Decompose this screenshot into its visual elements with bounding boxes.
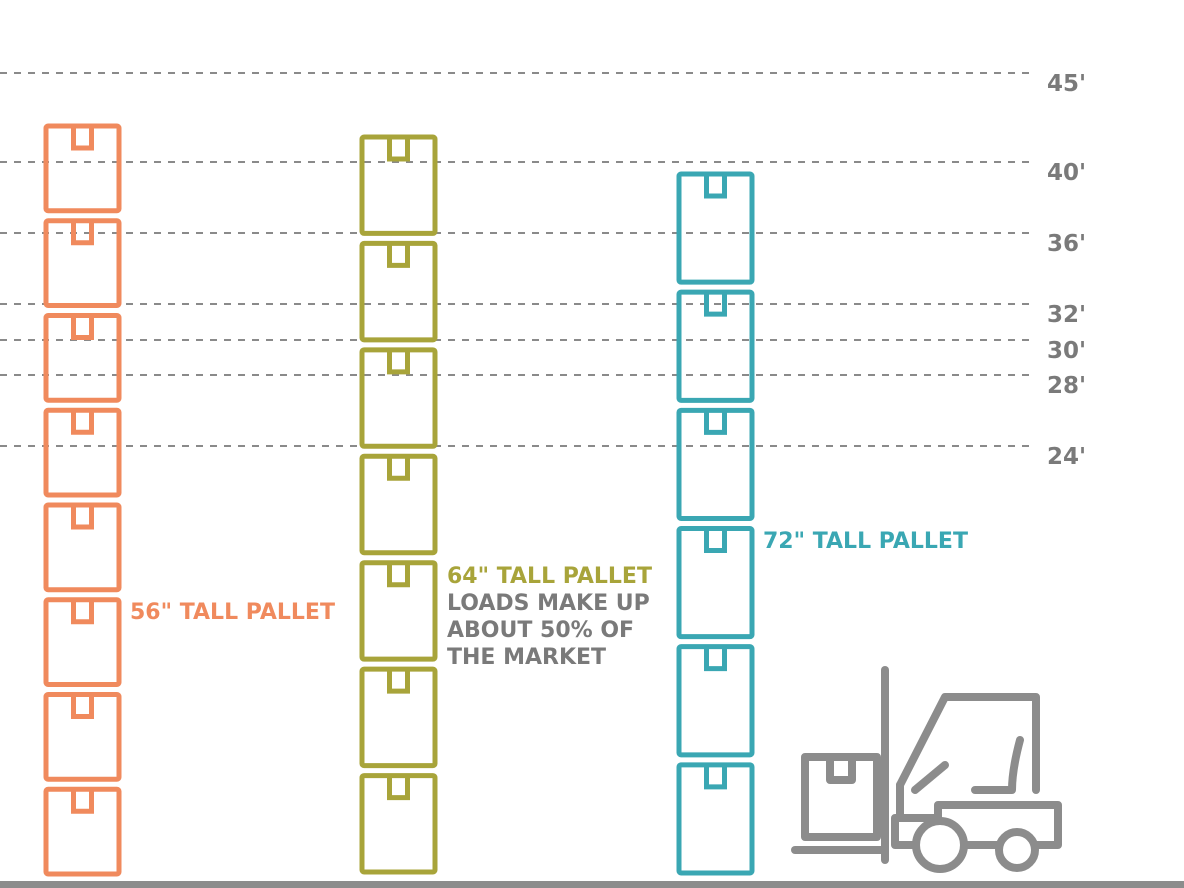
height-mark-label: 32' — [1047, 302, 1086, 328]
pallet-stack — [676, 171, 755, 876]
stack-label-64: 64" TALL PALLET — [447, 564, 652, 589]
floor-line — [0, 881, 1184, 888]
box-icon — [43, 407, 122, 498]
height-mark-label: 30' — [1047, 338, 1086, 364]
box-icon — [676, 526, 755, 640]
height-mark-label: 45' — [1047, 71, 1086, 97]
box-icon — [359, 773, 438, 875]
pallet-stack — [359, 134, 438, 875]
box-icon — [43, 692, 122, 782]
stack-label-72: 72" TALL PALLET — [763, 529, 968, 554]
box-icon — [359, 240, 438, 343]
box-icon — [676, 644, 755, 758]
height-mark-label: 24' — [1047, 444, 1086, 470]
box-icon — [676, 762, 755, 876]
height-lines: 45' 40' 36' 32' 30' 28' 24' — [0, 71, 1086, 470]
box-icon — [359, 453, 438, 556]
box-icon — [359, 560, 438, 662]
forklift-icon — [791, 666, 1062, 873]
pallet-labels: 56" TALL PALLET 64" TALL PALLET LOADS MA… — [130, 529, 968, 670]
box-icon — [359, 666, 438, 769]
box-icon — [359, 347, 438, 449]
box-icon — [801, 753, 881, 841]
box-icon — [43, 313, 122, 403]
pallet-stacks — [43, 123, 755, 877]
market-note-line-1: LOADS MAKE UP — [447, 591, 650, 616]
market-note-line-2: ABOUT 50% OF — [447, 618, 634, 643]
box-icon — [676, 171, 755, 285]
box-icon — [43, 786, 122, 877]
stack-label-56: 56" TALL PALLET — [130, 600, 335, 625]
pallet-stack — [43, 123, 122, 877]
box-icon — [359, 134, 438, 236]
market-note-line-3: THE MARKET — [447, 645, 606, 670]
height-mark-label: 28' — [1047, 373, 1086, 399]
box-icon — [43, 597, 122, 687]
box-icon — [43, 123, 122, 214]
box-icon — [43, 218, 122, 308]
height-mark-label: 36' — [1047, 231, 1086, 257]
box-icon — [676, 407, 755, 522]
box-icon — [676, 289, 755, 403]
box-icon — [43, 502, 122, 593]
height-mark-label: 40' — [1047, 160, 1086, 186]
